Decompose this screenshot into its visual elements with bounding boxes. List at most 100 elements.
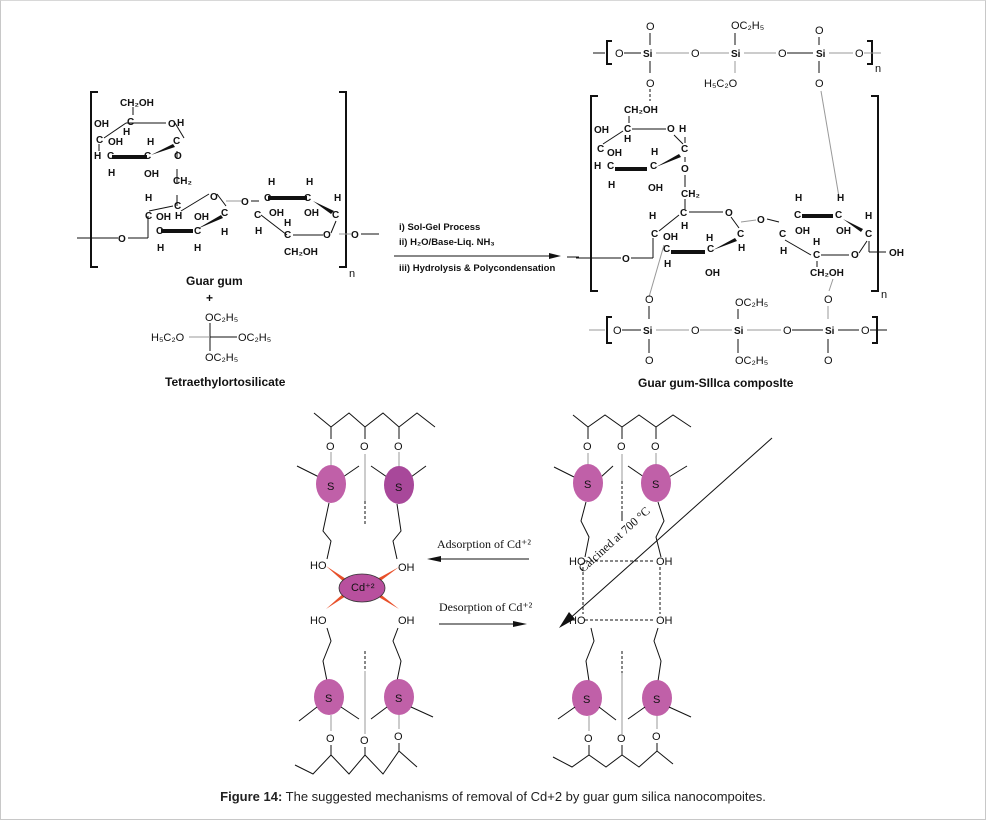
atom-label: C [145,211,152,222]
bond-line [600,465,614,478]
atom-label: C [173,136,180,147]
atom-label: O [851,250,859,261]
atom-label: O [646,21,655,33]
bond-line [377,593,399,609]
bond-line [174,122,185,139]
site-ellipse [314,679,344,715]
atom-label: OC₂H₅ [238,332,271,344]
atom-label: C [779,229,786,240]
atom-label: Cd⁺² [351,582,375,594]
atom-label: C [96,135,103,146]
atom-label: CH₂OH [810,268,844,279]
atom-label: O [351,230,359,241]
atom-label: C [794,210,801,221]
atom-label: O [584,733,593,745]
atom-label: OH [594,125,609,136]
bond-line [658,214,680,232]
caption-text: The suggested mechanisms of removal of C… [282,789,766,804]
bond-line [557,706,576,720]
bond-line [668,465,688,478]
atom-label: OH [94,119,109,130]
adsorption-desorption-arrows: Adsorption of Cd⁺² Desorption of Cd⁺² [427,537,533,627]
atom-label: O [326,733,335,745]
bond-line [653,627,662,682]
silica-chain-top: O Si O Si O Si O n O O OC₂H₅ H₅C₂O O O [593,20,881,198]
atom-label: C [304,193,311,204]
atom-label: CH₂ [681,189,700,200]
atom-label: O [394,441,403,453]
atom-label: Si [816,49,826,60]
bond-line [513,621,527,627]
bond-line [103,122,127,139]
atom-label: Si [825,326,835,337]
atom-label: H [681,221,688,232]
bond-line [294,750,418,775]
atom-label: Si [731,49,741,60]
atom-label: O [667,124,675,135]
repeat-n: n [349,268,355,280]
bond-line [342,465,360,478]
bond-line [740,219,757,223]
reaction-arrow: i) Sol-Gel Process ii) H₂O/Base-Liq. NH₃… [394,222,579,274]
atom-label: OH [398,562,415,574]
atom-label: H [284,218,291,229]
bracket [590,95,598,292]
atom-label: OC₂H₅ [735,355,768,367]
atom-label: OC₂H₅ [205,312,238,324]
bond-line [326,593,346,609]
bond-line [627,465,645,478]
mechanism-adsorbed: O O O S S HO OH Cd⁺² HO OH S S [294,412,436,775]
calcined-label: Calcined at 700 °C [576,504,653,575]
atom-label: O [815,78,824,90]
atom-label: C [707,244,714,255]
atom-label: H₅C₂O [151,332,185,344]
bond-line [330,220,337,234]
atom-label: OH [156,212,171,223]
atom-label: n [875,63,881,75]
mechanism-calcined: O O O S S HO OH HO OH S S [552,414,692,768]
bond-line [180,193,210,212]
atom-label: O [118,234,126,245]
bond-line [549,253,561,259]
teos-label: Tetraethylortosilicate [165,375,286,389]
atom-label: OH [194,212,209,223]
atom-label: S [395,482,402,494]
atom-label: H [147,137,154,148]
bond-line [260,214,288,236]
atom-label: O [323,230,331,241]
site-ellipse [642,680,672,716]
atom-label: C [174,201,181,212]
bond-line [313,412,436,428]
atom-label: O [783,325,792,337]
atom-label: O [622,254,630,265]
atom-label: H [175,211,182,222]
atom-label: S [395,693,402,705]
atom-label: C [156,226,163,237]
bond-line [730,216,740,229]
atom-label: H [334,193,341,204]
desorption-label: Desorption of Cd⁺² [439,600,533,614]
atom-label: H [651,147,658,158]
atom-label: OH [889,248,904,259]
bond-line [313,201,334,214]
atom-label: O [778,48,787,60]
atom-label: S [584,479,591,491]
bond-line [572,414,692,428]
atom-label: O [174,151,182,162]
bond-line [585,627,595,682]
atom-label: OC₂H₅ [205,352,238,364]
atom-label: n [881,289,887,301]
atom-label: S [652,479,659,491]
atom-label: C [221,208,228,219]
bond-line [377,567,399,582]
atom-label: O [360,735,369,747]
composite-label: Guar gum-SIlIca composIte [638,376,794,390]
bond-line [559,612,575,628]
atom-label: O [241,197,249,208]
atom-label: H [177,118,184,129]
atom-label: O [757,215,765,226]
site-ellipse [573,464,603,502]
atom-label: H [221,227,228,238]
atom-label: C [332,210,339,221]
site-ellipse [572,680,602,716]
